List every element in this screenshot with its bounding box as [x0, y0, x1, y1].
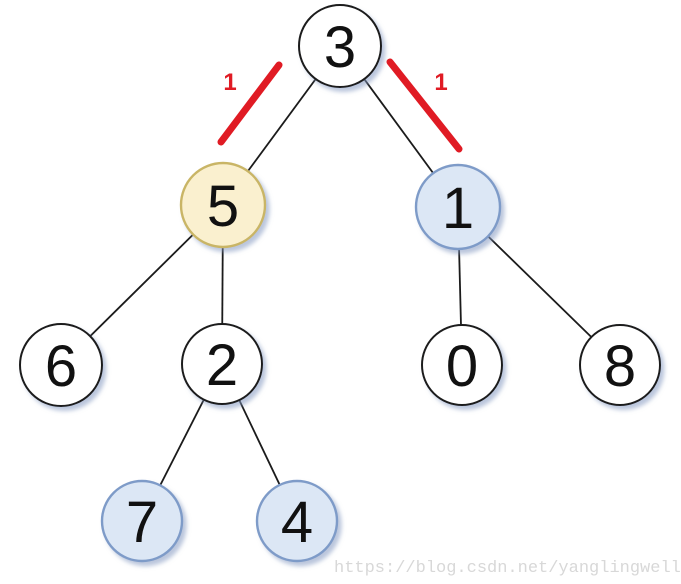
node-2-label: 2 — [206, 333, 238, 398]
tree-node-3: 3 — [298, 4, 382, 88]
node-5-label: 5 — [207, 174, 239, 239]
tree-node-6: 6 — [19, 323, 103, 407]
node-0-circle — [421, 324, 503, 406]
tree-node-2: 2 — [181, 323, 263, 405]
tree-edges — [60, 45, 621, 522]
cut-mark-right-label: 1 — [434, 69, 447, 96]
tree-node-7: 7 — [100, 479, 184, 563]
tree-node-4: 4 — [255, 479, 339, 563]
node-4-label: 4 — [281, 490, 313, 555]
node-6-circle — [19, 323, 103, 407]
cut-mark-right — [386, 58, 463, 153]
node-6-label: 6 — [45, 334, 77, 399]
node-2-circle — [181, 323, 263, 405]
node-8-circle — [579, 324, 661, 406]
watermark: https://blog.csdn.net/yanglingwell — [334, 559, 681, 578]
node-8-label: 8 — [604, 334, 636, 399]
node-5-circle — [179, 161, 267, 249]
tree-node-8: 8 — [579, 324, 661, 406]
cut-mark-left-label: 1 — [223, 69, 236, 96]
node-3-circle — [298, 4, 382, 88]
node-1-circle — [414, 163, 502, 251]
tree-node-1: 1 — [414, 163, 502, 251]
node-7-circle — [100, 479, 184, 563]
tree-node-0: 0 — [421, 324, 503, 406]
cut-marks: 1 1 — [217, 58, 463, 153]
node-3-label: 3 — [324, 15, 356, 80]
node-1-label: 1 — [442, 176, 474, 241]
tree-nodes: 3 5 1 6 2 0 8 — [19, 4, 661, 563]
tree-node-5: 5 — [179, 161, 267, 249]
node-7-label: 7 — [126, 490, 158, 555]
node-0-label: 0 — [446, 334, 478, 399]
node-4-circle — [255, 479, 339, 563]
cut-mark-left — [217, 61, 283, 146]
